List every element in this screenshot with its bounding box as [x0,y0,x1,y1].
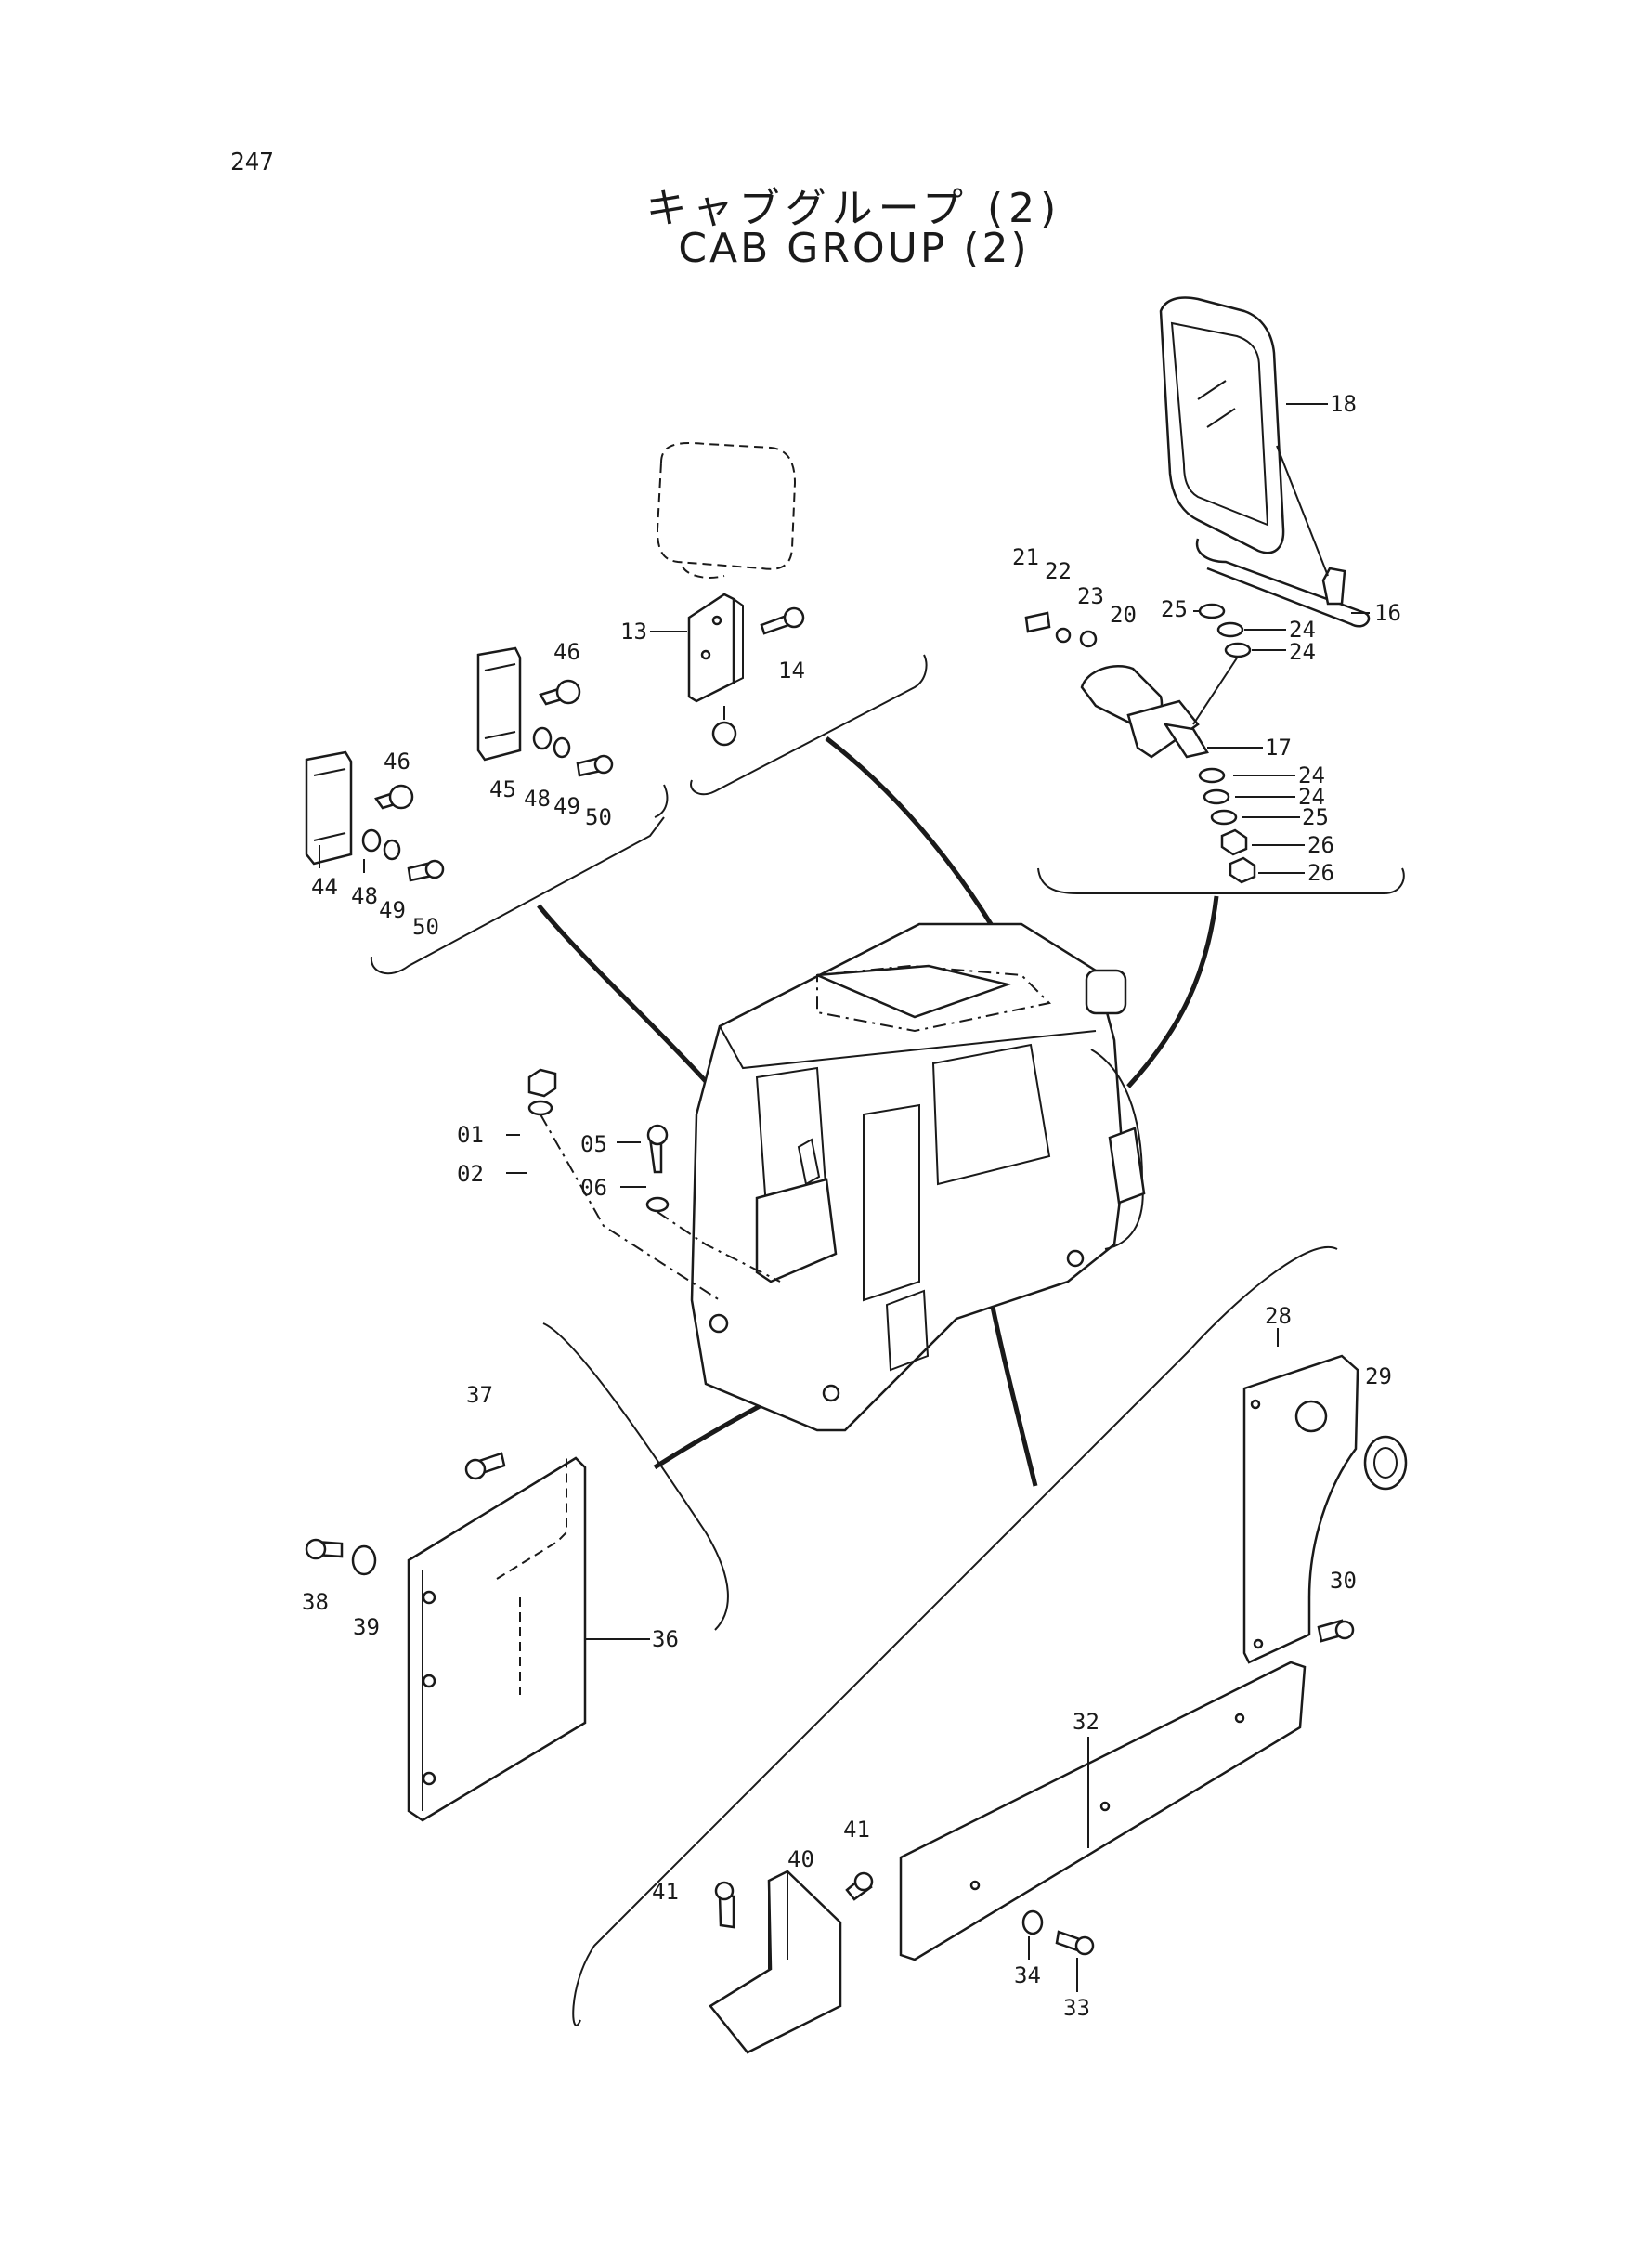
group-brackets [370,654,1405,2026]
callout-14: 14 [778,658,805,684]
leader-lines [319,403,1370,1992]
callout-29: 29 [1365,1363,1392,1389]
right-plate-assembly [1242,1354,1408,1664]
callout-26-b: 26 [1307,860,1334,886]
callout-45: 45 [489,776,516,802]
callout-36: 36 [652,1626,679,1652]
callout-44: 44 [311,874,338,900]
callout-13: 13 [620,619,647,645]
callout-48-b: 48 [524,786,551,812]
callout-41-b: 41 [843,1817,870,1843]
callout-34: 34 [1014,1962,1041,1988]
window-frame-assembly [1024,296,1371,884]
callout-21: 21 [1012,544,1039,570]
callout-20: 20 [1110,602,1137,628]
callout-18: 18 [1330,391,1357,417]
callout-26-a: 26 [1307,832,1334,858]
fastener-assembly [527,1068,781,1301]
bracket-assembly [709,1870,874,2054]
callout-32: 32 [1073,1709,1099,1735]
callout-28: 28 [1265,1303,1292,1329]
callout-49-a: 49 [379,897,406,923]
page-number: 247 [230,149,274,176]
callout-02: 02 [457,1161,484,1187]
cab-body [690,922,1146,1432]
latch-assembly [305,646,614,882]
callout-33: 33 [1063,1995,1090,2021]
callout-49-b: 49 [553,793,580,819]
mirror-bracket-assembly [650,442,805,747]
long-panel-assembly [899,1661,1307,1961]
callout-50-a: 50 [412,914,439,940]
callout-24-b: 24 [1289,639,1316,665]
callout-22: 22 [1045,558,1072,584]
callout-labels: 01 02 05 06 13 14 16 17 18 20 21 22 23 2… [302,391,1401,2021]
callout-05: 05 [580,1131,607,1157]
callout-24-a: 24 [1289,617,1316,643]
callout-39: 39 [353,1614,380,1640]
callout-40: 40 [787,1846,814,1872]
callout-23: 23 [1077,583,1104,609]
title-english: CAB GROUP (2) [678,225,1030,272]
title-japanese: キャブグループ (2) [645,185,1062,232]
callout-24-d: 24 [1298,784,1325,810]
callout-01: 01 [457,1122,484,1148]
callout-17: 17 [1265,735,1292,761]
callout-48-a: 48 [351,883,378,909]
left-cover-assembly [305,1452,650,1822]
callout-50-b: 50 [585,804,612,830]
callout-46-b: 46 [553,639,580,665]
callout-46-a: 46 [384,749,410,775]
callout-25-b: 25 [1302,804,1329,830]
callout-06: 06 [580,1175,607,1201]
callout-38: 38 [302,1589,329,1615]
callout-37: 37 [466,1382,493,1408]
callout-30: 30 [1330,1568,1357,1594]
callout-25-a: 25 [1161,596,1188,622]
callout-16: 16 [1374,600,1401,626]
callout-41-a: 41 [652,1879,679,1905]
callout-24-c: 24 [1298,762,1325,788]
